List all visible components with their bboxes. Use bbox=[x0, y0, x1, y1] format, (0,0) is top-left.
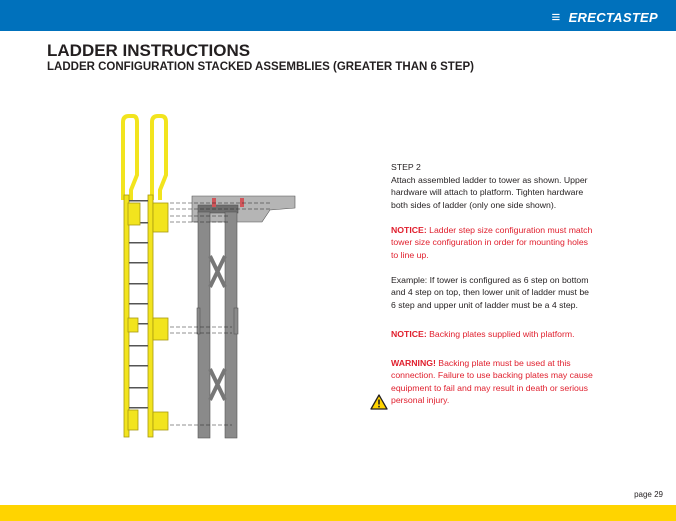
page-subtitle: LADDER CONFIGURATION STACKED ASSEMBLIES … bbox=[47, 61, 474, 73]
notice-2-text: Backing plates supplied with platform. bbox=[426, 329, 575, 339]
notice-1-text: Ladder step size configuration must matc… bbox=[391, 224, 593, 260]
notice-2-label: NOTICE: bbox=[391, 329, 427, 339]
warning-triangle-icon bbox=[370, 394, 388, 410]
brand-logo: ≡ ERECTASTEP bbox=[552, 9, 659, 26]
alignment-lines bbox=[170, 202, 270, 426]
ladder bbox=[121, 114, 169, 438]
erectastep-logo-icon: ≡ bbox=[551, 9, 561, 26]
example-text: Example: If tower is configured as 6 ste… bbox=[391, 274, 590, 310]
step-instructions: STEP 2 Attach assembled ladder to tower … bbox=[391, 161, 596, 419]
notice-2: NOTICE: Backing plates supplied with pla… bbox=[391, 328, 596, 341]
header-bar: ≡ ERECTASTEP bbox=[0, 0, 676, 31]
warning-text: Backing plate must be used at this conne… bbox=[391, 357, 593, 406]
page-title: LADDER INSTRUCTIONS bbox=[47, 41, 251, 60]
notice-1-label: NOTICE: bbox=[391, 224, 427, 235]
step-heading: STEP 2 bbox=[391, 162, 421, 172]
brand-name: ERECTASTEP bbox=[568, 10, 658, 25]
footer-bar bbox=[0, 505, 676, 521]
notice-1: NOTICE: Ladder step size configuration m… bbox=[391, 224, 596, 262]
warning-label: WARNING! bbox=[391, 357, 436, 368]
page-number: page 29 bbox=[634, 490, 663, 499]
warning: WARNING! Backing plate must be used at t… bbox=[391, 357, 596, 407]
ladder-tower-illustration bbox=[121, 114, 296, 439]
tower bbox=[191, 195, 296, 439]
step-body: Attach assembled ladder to tower as show… bbox=[391, 174, 588, 210]
